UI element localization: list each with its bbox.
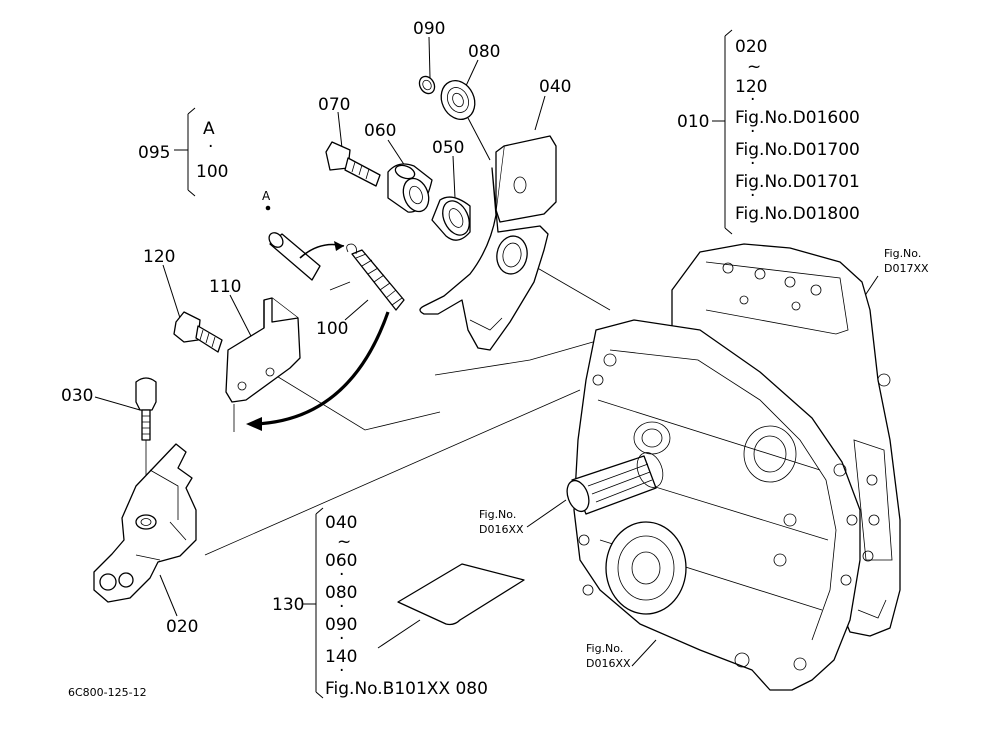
part-130-sheet (397, 563, 525, 626)
motion-arrows (246, 241, 390, 431)
group-010-line-10: · (750, 186, 755, 206)
group-010-line-7: Fig.No.D01700 (735, 140, 860, 160)
point-a-label: A (262, 189, 271, 203)
callout-040: 040 (539, 77, 571, 97)
point-a-dot (265, 205, 271, 211)
group-010-line-2: ~ (747, 57, 761, 77)
part-060-collar (387, 163, 433, 213)
part-040-lever (419, 135, 557, 351)
group-095-line-2: · (208, 137, 213, 157)
part-070-bolt (325, 141, 381, 187)
ref-d016b-line-1: Fig.No. (586, 642, 623, 655)
group-130-line-10: · (339, 661, 344, 681)
ref-d016a-line-1: Fig.No. (479, 508, 516, 521)
group-010: 020 ~ 120 · Fig.No.D01600 · Fig.No.D0170… (712, 29, 860, 235)
group-010-line-5: Fig.No.D01600 (735, 108, 860, 128)
drawing-code: 6C800-125-12 (68, 686, 147, 699)
group-010-line-4: · (750, 90, 755, 110)
part-110-bracket (225, 297, 301, 432)
callout-050: 050 (432, 138, 464, 158)
group-130-line-2: ~ (337, 532, 351, 552)
group-130-line-3: 060 (325, 551, 357, 571)
group-095: A · 100 (174, 107, 228, 197)
alignment-lines (204, 254, 611, 556)
part-100-spring (346, 243, 405, 311)
callout-010: 010 (677, 112, 709, 132)
group-010-line-6: · (750, 122, 755, 142)
group-130-line-11: Fig.No.B101XX 080 (325, 679, 488, 699)
callout-060: 060 (364, 121, 396, 141)
callout-020: 020 (166, 617, 198, 637)
group-130-line-8: · (339, 629, 344, 649)
part-050-bushing (431, 196, 471, 241)
group-095-line-3: 100 (196, 162, 228, 182)
ref-d016b-line-2: D016XX (586, 657, 631, 670)
callout-090: 090 (413, 19, 445, 39)
callout-110: 110 (209, 277, 241, 297)
group-010-line-3: 120 (735, 77, 767, 97)
group-095-line-1: A (203, 119, 215, 139)
callout-030: 030 (61, 386, 93, 406)
ref-d016a-line-2: D016XX (479, 523, 524, 536)
group-130-line-9: 140 (325, 647, 357, 667)
callout-080: 080 (468, 42, 500, 62)
group-010-line-11: Fig.No.D01800 (735, 204, 860, 224)
group-130-line-6: · (339, 597, 344, 617)
callout-070: 070 (318, 95, 350, 115)
group-010-line-1: 020 (735, 37, 767, 57)
leader-lines (94, 36, 546, 649)
group-010-line-9: Fig.No.D01701 (735, 172, 860, 192)
part-030-bolt (135, 377, 157, 515)
group-130-line-1: 040 (325, 513, 357, 533)
group-010-line-8: · (750, 154, 755, 174)
callout-095: 095 (138, 143, 170, 163)
part-020-arm (93, 443, 197, 603)
callout-120: 120 (143, 247, 175, 267)
group-130: 040 ~ 060 · 080 · 090 · 140 · Fig.No.B10… (302, 507, 488, 699)
part-090-snap-ring (418, 75, 436, 95)
pin-a (265, 205, 321, 281)
ref-d017-line-1: Fig.No. (884, 247, 921, 260)
transmission-housing (566, 243, 901, 691)
group-130-line-5: 080 (325, 583, 357, 603)
group-130-line-7: 090 (325, 615, 357, 635)
group-130-line-4: · (339, 565, 344, 585)
ref-d017-line-2: D017XX (884, 262, 929, 275)
part-080-bearing (440, 80, 476, 120)
part-120-bolt (173, 311, 223, 353)
callout-130: 130 (272, 595, 304, 615)
callout-100: 100 (316, 319, 348, 339)
